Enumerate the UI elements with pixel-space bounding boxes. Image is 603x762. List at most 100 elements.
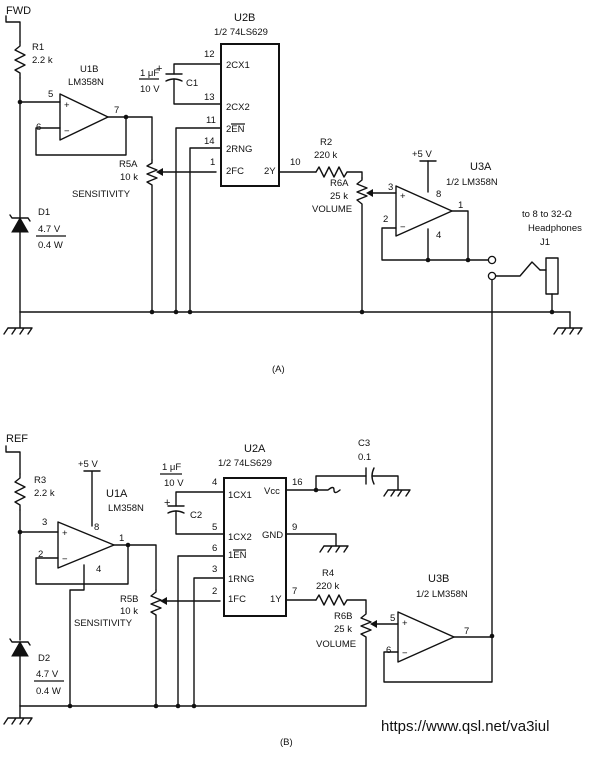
svg-text:10 V: 10 V <box>140 84 160 95</box>
d2-wattage: 0.4 W <box>36 686 61 697</box>
j1-ref: J1 <box>540 237 550 248</box>
u3b-ref: U3B <box>428 573 449 585</box>
u3a-opamp <box>395 185 453 237</box>
r4-ref: R4 <box>322 568 334 579</box>
svg-text:7: 7 <box>114 105 119 116</box>
c3-value: 0.1 <box>358 452 371 463</box>
r6b-ref: R6B <box>334 611 352 622</box>
r5a-value: 10 k <box>120 172 138 183</box>
r1-ref: R1 <box>32 42 44 53</box>
u3b-part: 1/2 LM358N <box>416 589 468 600</box>
r5b-ref: R5B <box>120 594 138 605</box>
svg-text:2FC: 2FC <box>226 166 244 177</box>
c2-ref: C2 <box>190 510 202 521</box>
u2a-vco-chip <box>223 477 287 617</box>
r1-value: 2.2 k <box>32 55 53 66</box>
svg-text:Vcc: Vcc <box>264 486 280 497</box>
r6a-value: 25 k <box>330 191 348 202</box>
svg-text:+: + <box>156 63 162 75</box>
ground-symbol <box>383 489 411 497</box>
r1-resistor <box>14 41 26 79</box>
r6a-label: VOLUME <box>312 204 352 215</box>
r6b-value: 25 k <box>334 624 352 635</box>
r5b-potentiometer <box>150 589 162 707</box>
u1a-part: LM358N <box>108 503 144 514</box>
svg-text:+: + <box>402 618 408 629</box>
svg-text:−: − <box>62 554 68 565</box>
svg-text:1FC: 1FC <box>228 594 246 605</box>
r4-resistor <box>315 594 367 613</box>
u2a-ref: U2A <box>244 443 266 455</box>
d2-ref: D2 <box>38 653 50 664</box>
svg-text:+: + <box>164 497 170 509</box>
r5a-label: SENSITIVITY <box>72 189 131 200</box>
c1-ref: C1 <box>186 78 198 89</box>
svg-text:2CX2: 2CX2 <box>226 102 250 113</box>
ref-input-label: REF <box>6 433 28 445</box>
j1-headphone-jack[interactable] <box>539 257 559 295</box>
ground-symbol <box>3 705 33 725</box>
u2b-vco-chip <box>220 43 280 187</box>
svg-text:2Y: 2Y <box>264 166 276 177</box>
svg-text:13: 13 <box>204 92 215 103</box>
r6b-label: VOLUME <box>316 639 356 650</box>
svg-text:3: 3 <box>212 564 217 575</box>
u1a-ref: U1A <box>106 488 128 500</box>
svg-text:11: 11 <box>206 115 216 126</box>
caption-a: (A) <box>272 364 285 375</box>
svg-text:8: 8 <box>94 522 99 533</box>
u3a-supply: +5 V <box>412 149 432 160</box>
circuit-a: FWD R1 2.2 k D1 4.7 V 0.4 W + − U1B LM35… <box>3 5 583 375</box>
svg-text:4: 4 <box>436 230 441 241</box>
d2-zener-diode <box>9 638 31 657</box>
ground-symbol <box>3 311 33 335</box>
svg-text:+: + <box>62 528 68 539</box>
source-watermark: https://www.qsl.net/va3iul <box>381 718 550 735</box>
svg-text:9: 9 <box>292 522 297 533</box>
svg-text:−: − <box>400 222 406 233</box>
c2-value: 1 μF <box>162 462 181 473</box>
svg-text:1CX1: 1CX1 <box>228 490 252 501</box>
u3a-ref: U3A <box>470 161 492 173</box>
svg-text:1CX2: 1CX2 <box>228 532 252 543</box>
svg-text:3: 3 <box>388 182 393 193</box>
ground-symbol <box>553 311 583 335</box>
r5a-potentiometer <box>146 159 158 313</box>
r6b-potentiometer <box>360 611 372 707</box>
caption-b: (B) <box>280 737 293 748</box>
svg-text:10 V: 10 V <box>164 478 184 489</box>
fwd-input-label: FWD <box>6 5 31 17</box>
svg-text:4: 4 <box>96 564 101 575</box>
r2-value: 220 k <box>314 150 337 161</box>
u1a-opamp <box>57 521 115 569</box>
headphones-label-2: Headphones <box>528 223 582 234</box>
u2b-part: 1/2 74LS629 <box>214 27 268 38</box>
r5b-label: SENSITIVITY <box>74 618 133 629</box>
svg-text:1: 1 <box>458 200 463 211</box>
u1a-supply: +5 V <box>78 459 98 470</box>
svg-text:2EN: 2EN <box>226 124 245 135</box>
svg-text:−: − <box>64 126 70 137</box>
svg-text:8: 8 <box>436 189 441 200</box>
c3-ref: C3 <box>358 438 370 449</box>
u3b-opamp <box>397 611 455 663</box>
svg-text:7: 7 <box>464 626 469 637</box>
svg-text:14: 14 <box>204 136 215 147</box>
svg-text:1: 1 <box>119 533 124 544</box>
svg-text:2RNG: 2RNG <box>226 144 252 155</box>
svg-text:1EN: 1EN <box>228 550 247 561</box>
r6a-ref: R6A <box>330 178 349 189</box>
svg-text:5: 5 <box>390 613 395 624</box>
svg-text:GND: GND <box>262 530 283 541</box>
r3-value: 2.2 k <box>34 488 55 499</box>
d1-zener-diode <box>9 214 31 233</box>
svg-text:−: − <box>402 648 408 659</box>
u1b-ref: U1B <box>80 64 98 75</box>
d1-voltage: 4.7 V <box>38 224 61 235</box>
svg-text:1RNG: 1RNG <box>228 574 254 585</box>
svg-text:+: + <box>64 100 70 111</box>
ground-symbol <box>319 545 349 553</box>
headphones-label-1: to 8 to 32-Ω <box>522 209 572 220</box>
r3-ref: R3 <box>34 475 46 486</box>
